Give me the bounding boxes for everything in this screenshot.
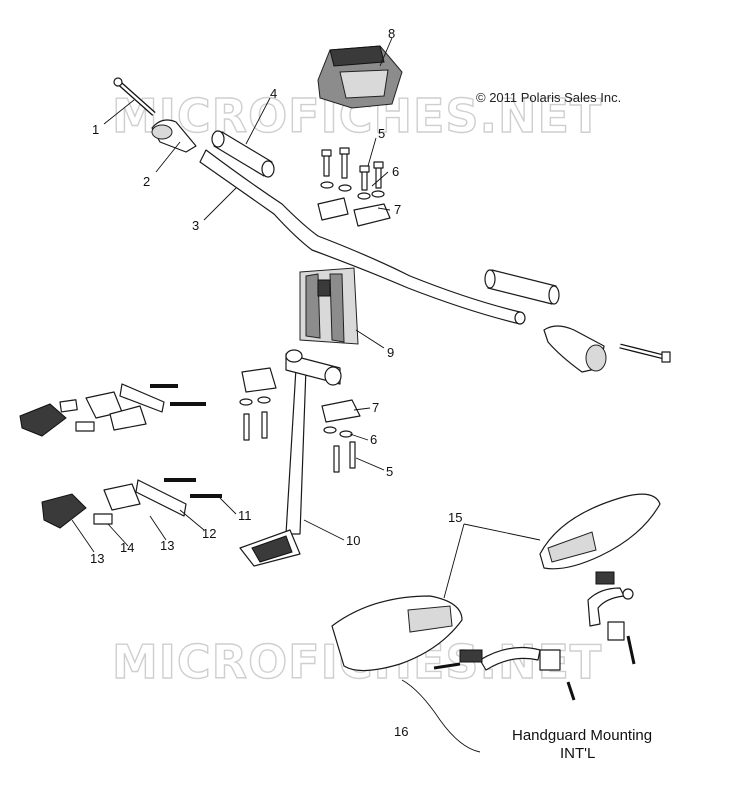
callout-12: 12 — [202, 526, 216, 541]
callout-numbers: 1 2 3 4 5 6 7 8 9 10 11 12 13 14 15 16 5… — [90, 26, 462, 739]
clamp-bolts-lower — [243, 411, 356, 473]
callout-6-upper: 6 — [392, 164, 399, 179]
caption-line-1: Handguard Mounting — [512, 727, 652, 744]
handguard-bracket-right — [587, 571, 636, 665]
handguard-bracket-left — [433, 646, 576, 701]
bar-end — [151, 119, 197, 153]
handlebar-pad — [317, 45, 403, 109]
riser-pad — [299, 267, 359, 345]
riser-clamp-assembly-lower — [41, 478, 222, 529]
handguard-right — [539, 493, 661, 570]
callout-2: 2 — [143, 174, 150, 189]
copyright-notice: © 2011 Polaris Sales Inc. — [476, 90, 621, 105]
caption-line-2: INT'L — [560, 745, 595, 762]
callout-10: 10 — [346, 533, 360, 548]
callout-13-right: 13 — [160, 538, 174, 553]
callout-7-lower: 7 — [372, 400, 379, 415]
callout-8: 8 — [388, 26, 395, 41]
riser-post — [239, 349, 342, 567]
handguard-left — [331, 595, 463, 672]
bolt-right — [619, 343, 671, 363]
callout-11: 11 — [238, 508, 252, 523]
bar-end-right — [543, 325, 607, 373]
grip-left — [211, 130, 275, 178]
grip-right — [484, 269, 560, 305]
riser-clamp-assembly-upper — [19, 383, 206, 437]
callout-3: 3 — [192, 218, 199, 233]
end-bolt — [113, 77, 156, 116]
callout-16: 16 — [394, 724, 408, 739]
handlebar — [199, 149, 526, 325]
callout-1: 1 — [92, 122, 99, 137]
callout-15: 15 — [448, 510, 462, 525]
callout-5-upper: 5 — [378, 126, 385, 141]
callout-6-lower: 6 — [370, 432, 377, 447]
clamp-washers-lower — [239, 396, 353, 438]
callout-9: 9 — [387, 345, 394, 360]
clamp-bolts-upper — [321, 147, 384, 191]
callout-5-lower: 5 — [386, 464, 393, 479]
callout-4: 4 — [270, 86, 277, 101]
callout-7-upper: 7 — [394, 202, 401, 217]
leader-lines — [71, 37, 541, 753]
callout-13-left: 13 — [90, 551, 104, 566]
callout-14: 14 — [120, 540, 134, 555]
clamp-washers-upper — [320, 181, 385, 200]
clamp-caps-lower — [241, 367, 361, 423]
clamp-caps-upper — [317, 197, 391, 227]
